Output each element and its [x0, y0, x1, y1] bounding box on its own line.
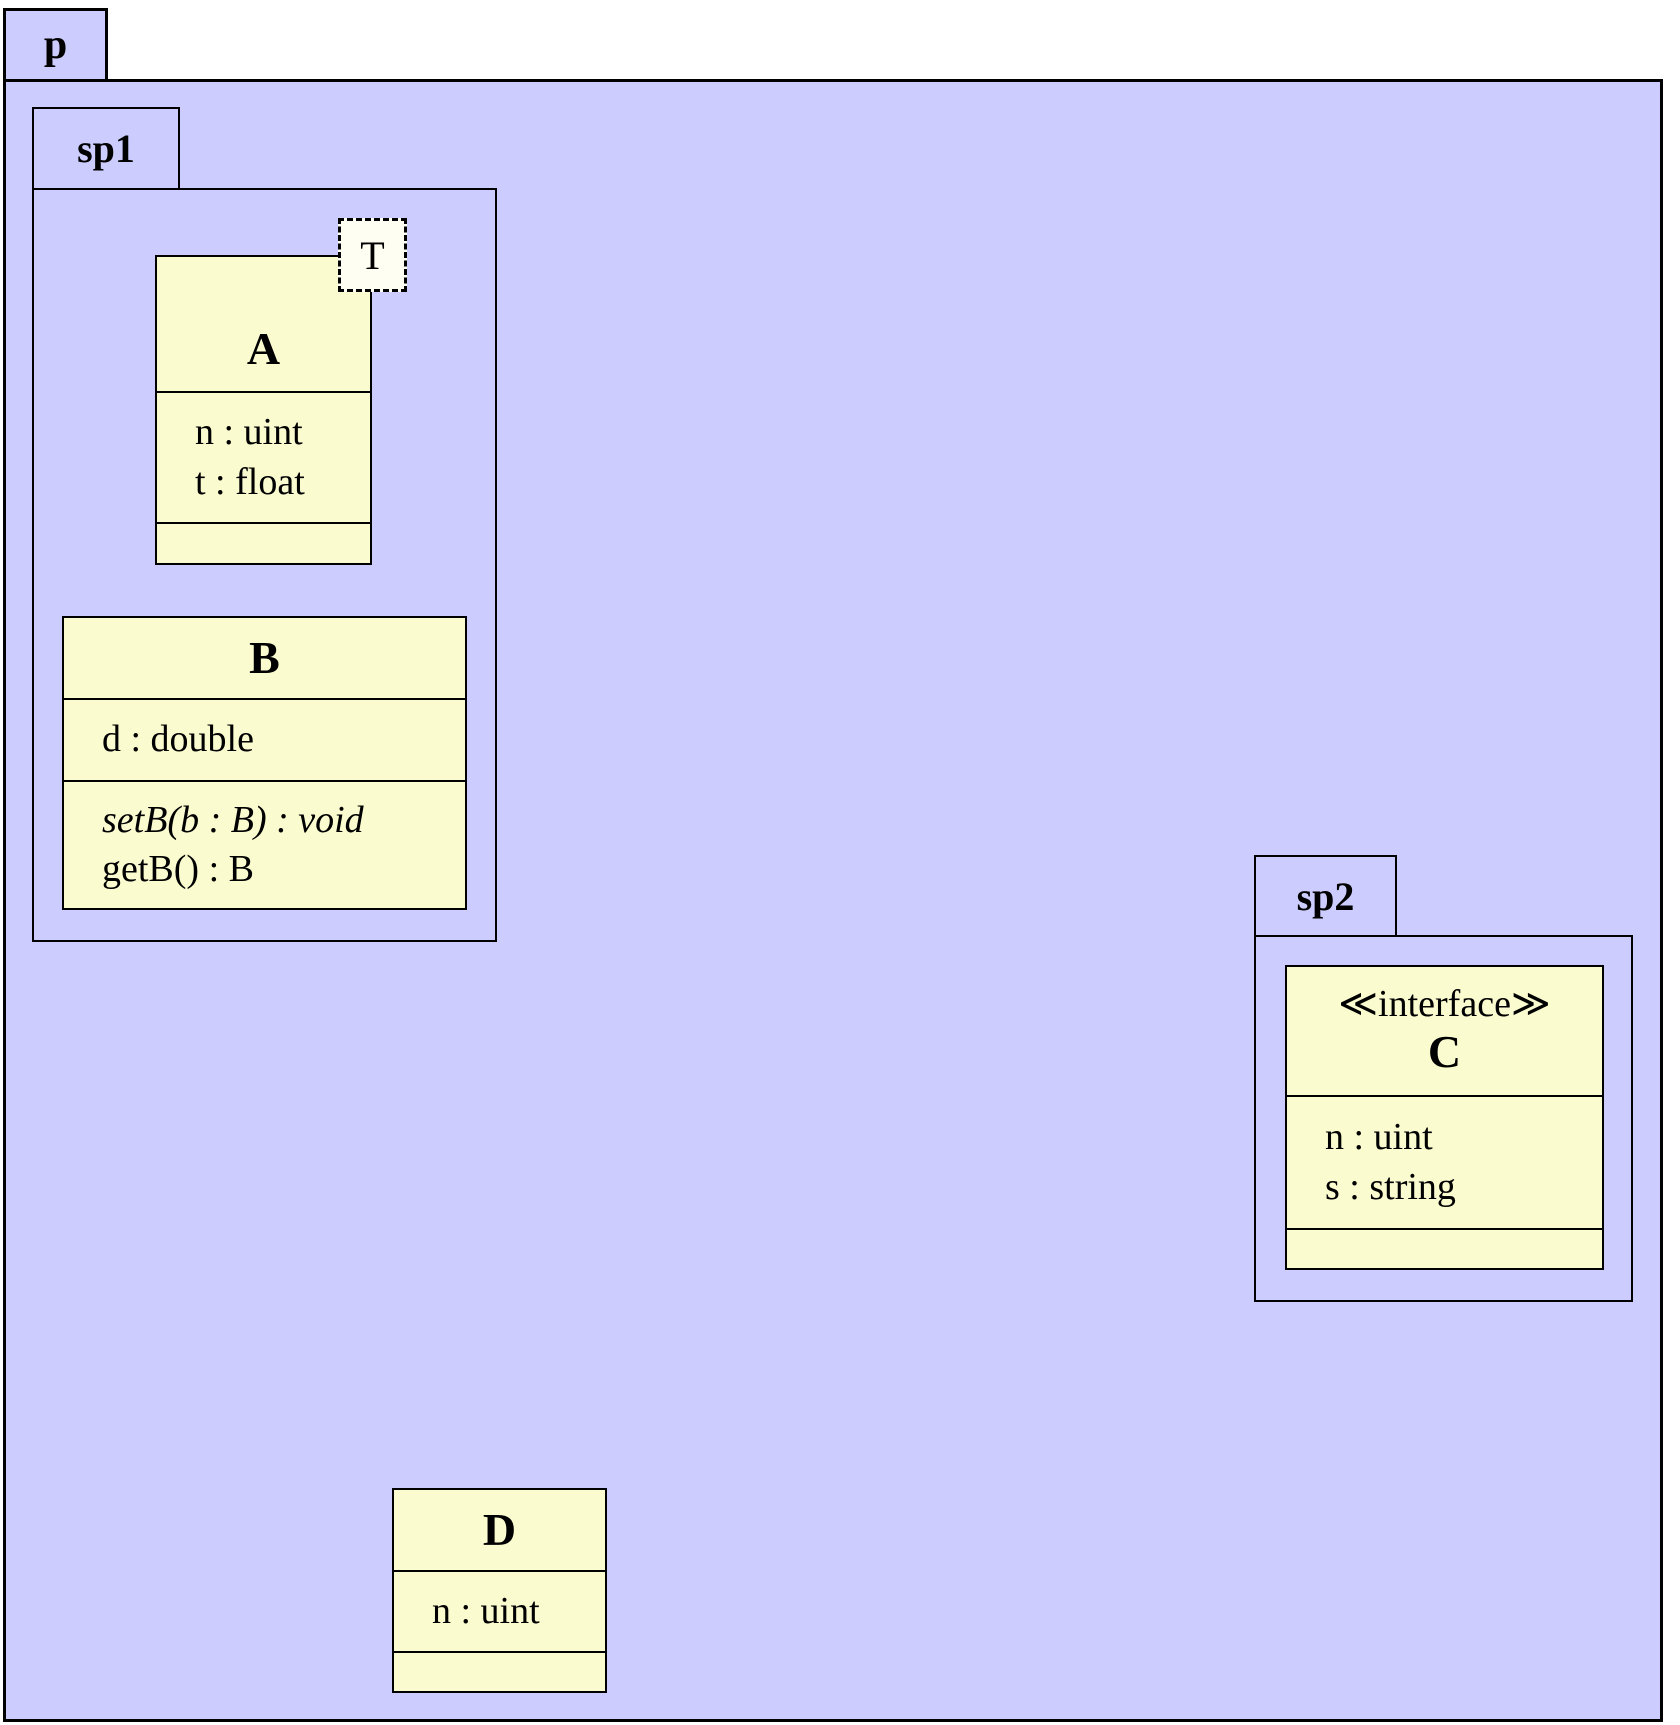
class-b-attributes-compartment: d : double	[64, 698, 465, 780]
interface-c-attributes-compartment: n : uint s : string	[1287, 1095, 1602, 1228]
class-a-name: A	[246, 322, 281, 374]
interface-c-box: ≪interface≫ C n : uint s : string	[1285, 965, 1604, 1270]
class-d-box: D n : uint	[392, 1488, 607, 1693]
class-b-box: B d : double setB(b : B) : void getB() :…	[62, 616, 467, 910]
package-sp2-tab: sp2	[1254, 855, 1397, 937]
interface-c-name-compartment: ≪interface≫ C	[1287, 967, 1602, 1095]
interface-stereotype: ≪interface≫	[1338, 982, 1551, 1025]
class-a-box: A n : uint t : float	[155, 255, 372, 565]
package-p-tab: p	[3, 8, 108, 82]
attribute-item: d : double	[102, 718, 254, 761]
package-sp2-label: sp2	[1296, 873, 1355, 919]
interface-c-name: C	[1427, 1026, 1462, 1078]
class-b-name-compartment: B	[64, 618, 465, 698]
class-a-name-compartment: A	[157, 257, 370, 391]
interface-c-operations-compartment	[1287, 1228, 1602, 1268]
class-d-attributes-compartment: n : uint	[394, 1570, 605, 1651]
attribute-item: n : uint	[195, 411, 303, 454]
class-b-name: B	[249, 631, 280, 683]
template-parameter-box: T	[338, 218, 407, 292]
template-parameter-label: T	[360, 232, 385, 278]
attribute-item: s : string	[1325, 1165, 1456, 1208]
class-a-attributes-compartment: n : uint t : float	[157, 391, 370, 522]
class-b-operations-compartment: setB(b : B) : void getB() : B	[64, 780, 465, 908]
operation-item: getB() : B	[102, 848, 254, 890]
class-d-operations-compartment	[394, 1651, 605, 1691]
package-sp1-label: sp1	[77, 126, 135, 171]
attribute-item: n : uint	[432, 1589, 540, 1632]
class-d-name-compartment: D	[394, 1490, 605, 1570]
class-a-operations-compartment	[157, 522, 370, 563]
package-p-label: p	[43, 22, 68, 68]
attribute-item: t : float	[195, 460, 305, 503]
package-sp1-tab: sp1	[32, 107, 180, 190]
attribute-item: n : uint	[1325, 1116, 1433, 1159]
class-d-name: D	[482, 1503, 517, 1555]
operation-item-abstract: setB(b : B) : void	[102, 798, 364, 841]
